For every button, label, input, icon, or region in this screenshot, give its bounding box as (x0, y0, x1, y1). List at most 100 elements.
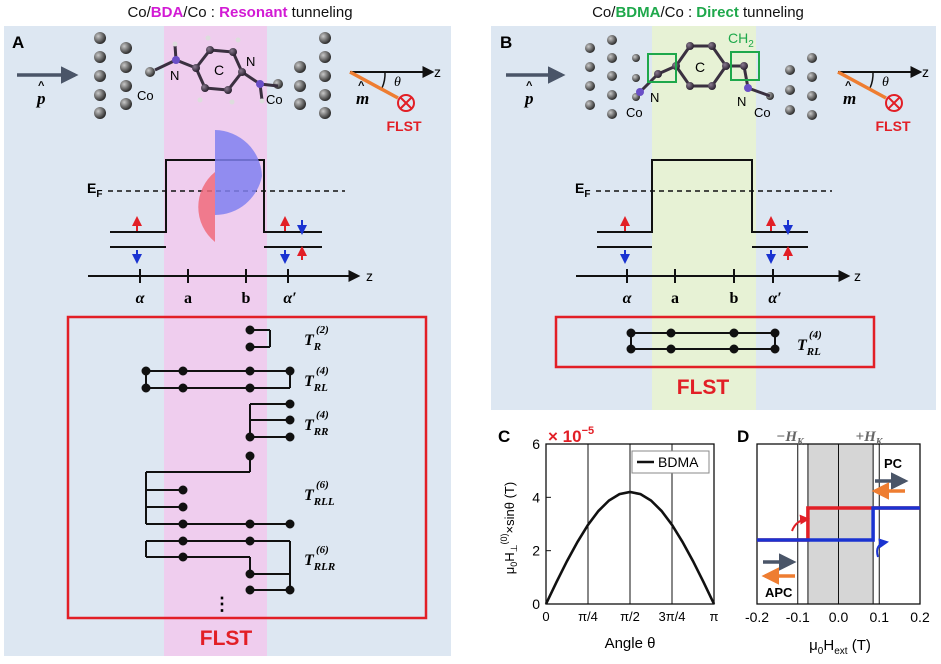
panel-a-molecule-band (164, 26, 267, 656)
flst-term-box (66, 315, 428, 620)
panel-b: Co/BDMA/Co : Direct tunneling B p ^ (491, 4, 936, 410)
bdma-atoms (636, 42, 752, 96)
sweep-arrow-red (791, 514, 810, 532)
svg-text:TR: TR (304, 332, 321, 353)
chart-c-y-tick-label: 4 (532, 489, 540, 505)
flst-small-label: FLST (387, 118, 422, 134)
co-lattice-right (273, 32, 331, 119)
m-vector-arrow-b (837, 70, 887, 100)
panel-b-title: Co/BDMA/Co : Direct tunneling (592, 4, 804, 21)
tunneling-paths-a (141, 325, 295, 595)
svg-text:TRL: TRL (304, 373, 328, 394)
m-vector-label: m (356, 89, 369, 108)
apc-label: APC (765, 585, 793, 600)
chart-d-xlabel: μ0Hext (T) (809, 637, 871, 657)
position-ticks (139, 269, 289, 283)
m-vector-label-b: m (843, 89, 856, 108)
svg-text:TRR: TRR (304, 417, 328, 438)
panel-a: Co/BDA/Co : Resonant tunneling A p ^ (4, 4, 451, 656)
chart-c-y-tick-label: 0 (532, 596, 540, 612)
fermi-level-label: EF (87, 180, 102, 200)
chart-c-x-ticks: 0 π/4 π/2 3π/4 π (542, 609, 718, 624)
term-label-b: TRL (4) (797, 329, 822, 358)
chart-c-x-tick-label: π/4 (578, 609, 598, 624)
panel-a-letter: A (12, 33, 24, 52)
svg-text:(6): (6) (316, 479, 329, 491)
panel-c-letter: C (498, 427, 510, 446)
svg-text:TRLR: TRLR (304, 552, 335, 573)
z-axis-label: z (434, 64, 441, 80)
atom-label-c: C (214, 62, 224, 78)
chart-c-legend: BDMA (631, 450, 710, 474)
flst-cross-icon (397, 94, 415, 112)
svg-text:(4): (4) (809, 329, 822, 341)
atom-label-n-right: N (246, 54, 255, 69)
position-ticks-b (626, 269, 774, 283)
chart-d-frame (756, 443, 921, 605)
flst-box-label-b: FLST (677, 376, 730, 399)
chart-c-x-tick-label: π/2 (620, 609, 640, 624)
atom-label-n-right-b: N (737, 94, 746, 109)
chart-d-hk-band (807, 444, 874, 604)
spin-arrows-right-b (766, 216, 793, 264)
chart-c-x-tick-label: 3π/4 (658, 609, 685, 624)
theta-label: θ (394, 75, 401, 90)
m-hat-b: ^ (845, 80, 852, 92)
chart-c-ylabel: μ0H⊥(0)×sinθ (T) (499, 482, 519, 574)
svg-text:TRLL: TRLL (304, 487, 335, 508)
atom-label-co-right-b: Co (754, 105, 771, 120)
resonant-state-blue (215, 130, 262, 215)
atom-label-n-left: N (170, 68, 179, 83)
p-hat: ^ (38, 80, 45, 92)
chart-c-x-tick-label: π (710, 609, 719, 624)
bda-atoms (172, 35, 265, 105)
svg-text:(4): (4) (316, 365, 329, 377)
tick-a-b: a (671, 290, 679, 307)
tick-alpha: α (136, 290, 146, 307)
atom-label-co-left: Co (137, 88, 154, 103)
chart-c-x-tick-label: 0 (542, 609, 549, 624)
fermi-level-label-b: EF (575, 180, 590, 200)
ellipsis-dots: ⋮ (213, 594, 231, 614)
p-vector-label-b: p (523, 89, 534, 108)
panel-d-letter: D (737, 427, 749, 446)
svg-text:(2): (2) (316, 324, 329, 336)
svg-text:(6): (6) (316, 544, 329, 556)
tick-alpha-prime-b: α′ (768, 290, 781, 307)
chart-d-x-tick-label: 0.1 (870, 609, 890, 625)
tick-b-b: b (730, 290, 739, 307)
co-lattice-right-b (766, 53, 817, 120)
chart-d-x-tick-label: -0.1 (786, 609, 810, 625)
chart-d-x-tick-label: 0.0 (829, 609, 849, 625)
atom-label-co-left-b: Co (626, 105, 643, 120)
flst-small-label-b: FLST (876, 118, 911, 134)
pc-label: PC (884, 456, 903, 471)
tunneling-path-b (626, 328, 780, 354)
chart-c-xlabel: Angle θ (605, 635, 656, 652)
m-hat: ^ (358, 80, 365, 92)
legend-bdma: BDMA (658, 454, 699, 470)
ch2-label: CH2 (728, 30, 754, 50)
atom-label-n-left-b: N (650, 90, 659, 105)
atom-label-c-b: C (695, 59, 705, 75)
panel-a-title: Co/BDA/Co : Resonant tunneling (127, 4, 352, 21)
svg-text:TRL: TRL (797, 337, 821, 358)
panel-b-letter: B (500, 33, 512, 52)
chart-c-series-bdma (544, 490, 716, 605)
tick-alpha-b: α (623, 290, 633, 307)
position-axis-z: z (366, 268, 373, 284)
panel-b-molecule-band (652, 26, 756, 410)
atom-label-co-right: Co (266, 92, 283, 107)
tick-a: a (184, 290, 192, 307)
scale-exponent: × 10−5 (548, 425, 594, 446)
m-vector-arrow (349, 70, 399, 100)
tick-alpha-prime: α′ (283, 290, 296, 307)
spin-arrows-right (280, 216, 307, 264)
flst-cross-icon-b (885, 94, 903, 112)
minus-hk-label: −HK (776, 429, 805, 448)
flst-box-label: FLST (200, 627, 253, 650)
